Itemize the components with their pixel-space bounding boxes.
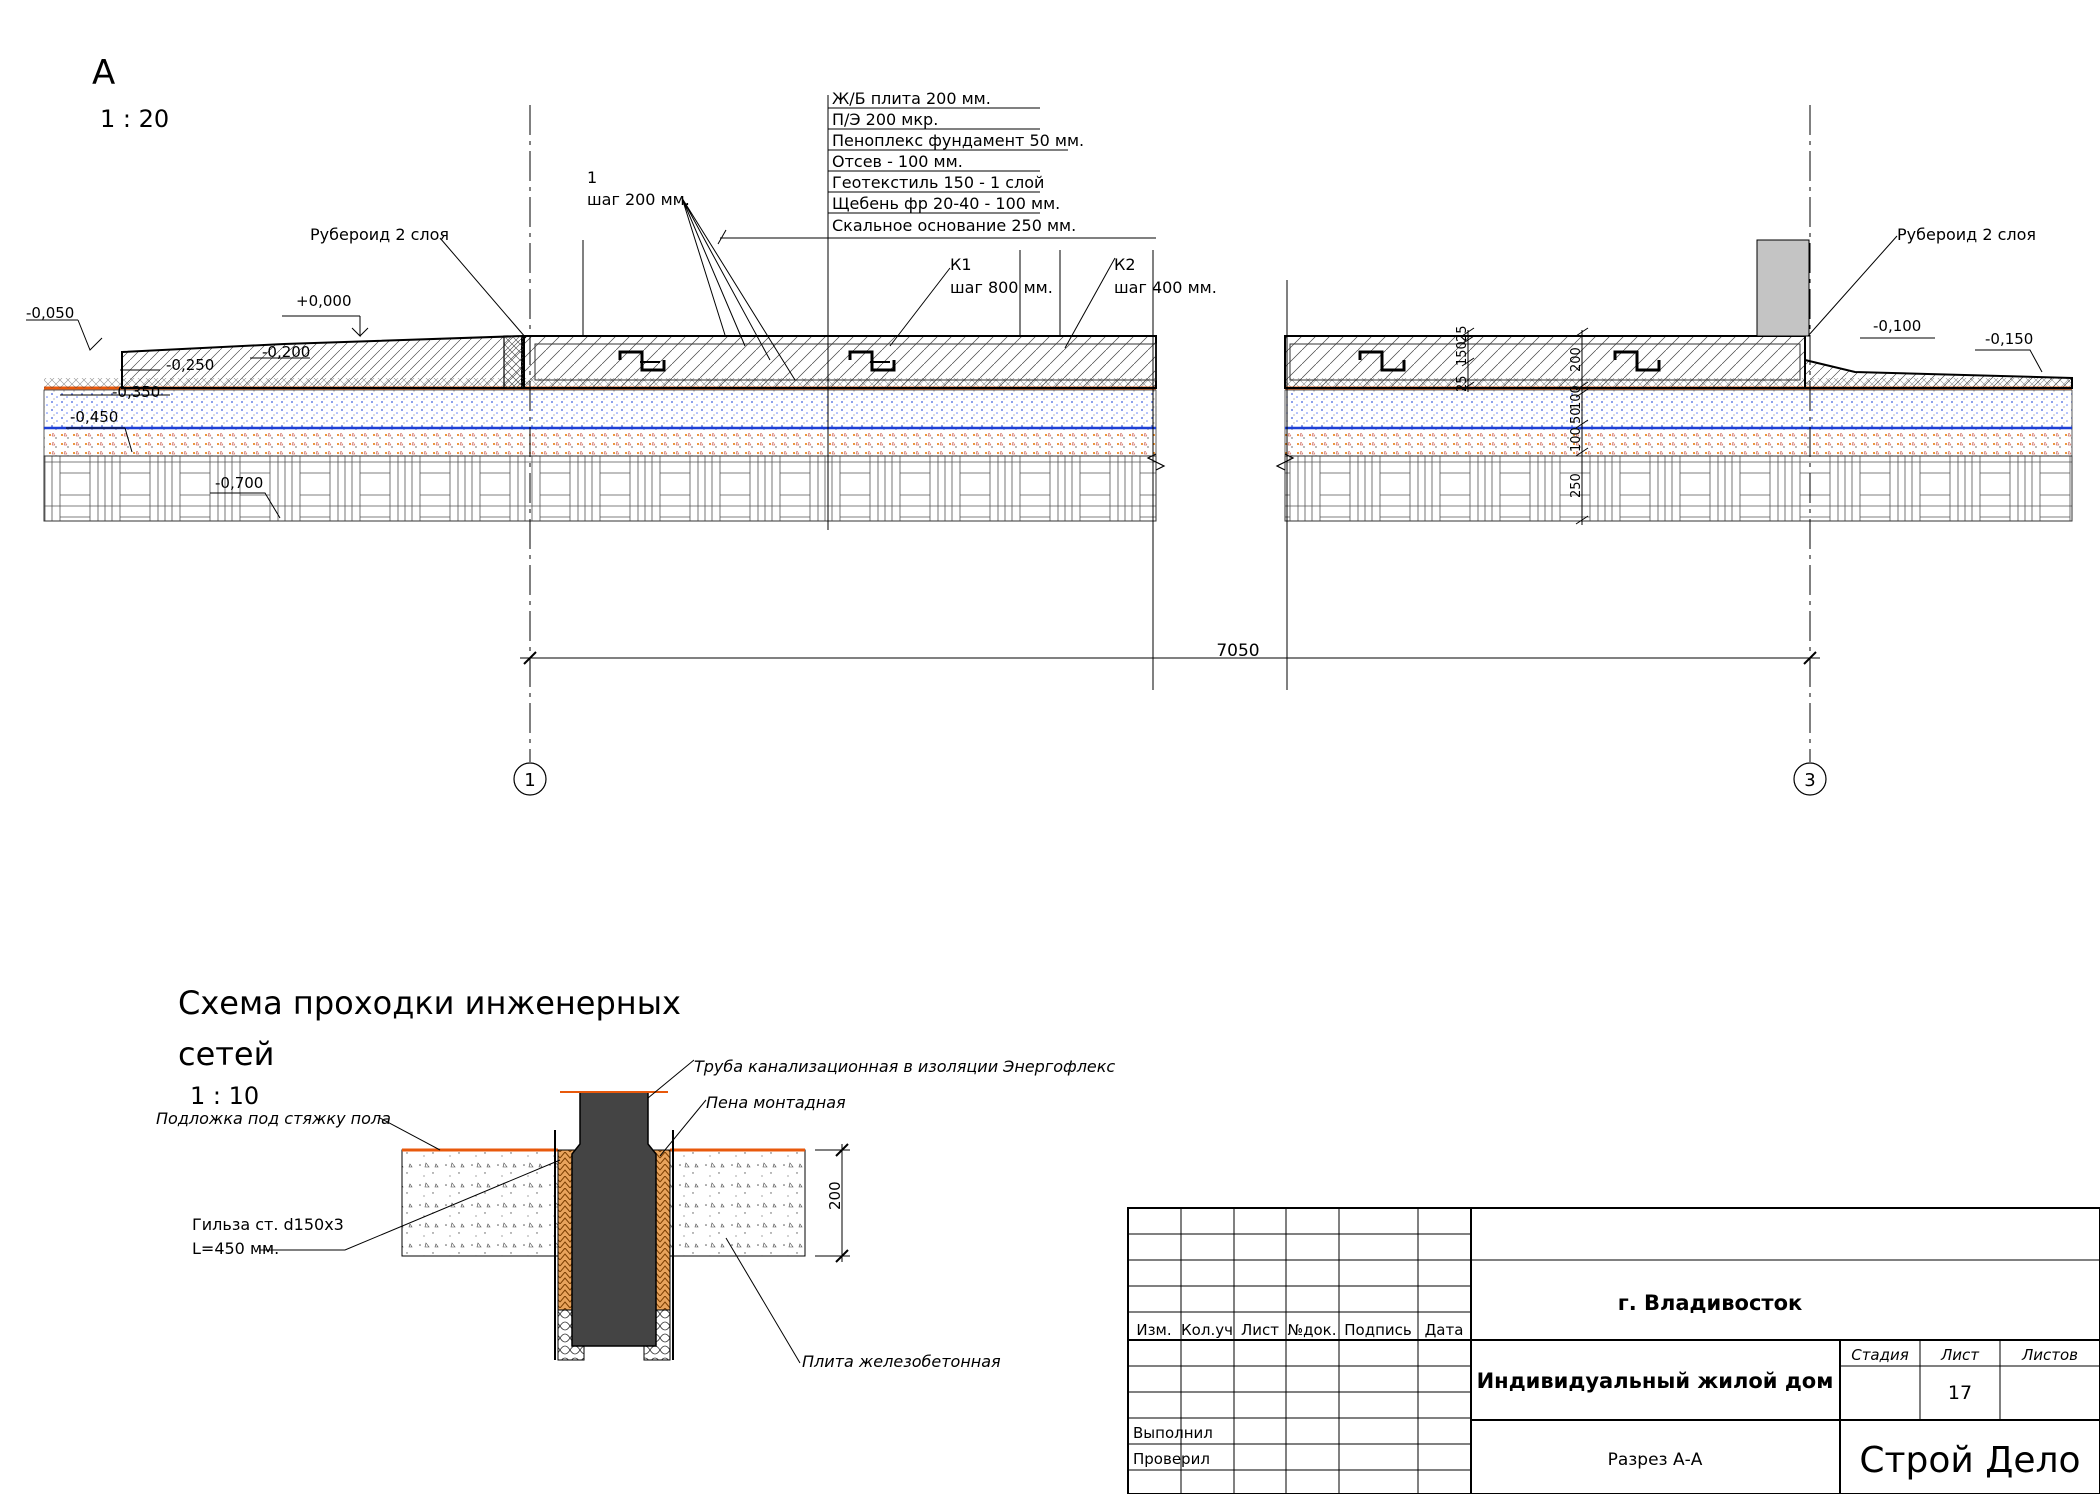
sleeve-label-line2: L=450 мм. — [192, 1239, 279, 1258]
dim-value: 50 — [1569, 407, 1584, 424]
tb-header: №док. — [1288, 1321, 1337, 1339]
tb-header: Подпись — [1344, 1321, 1411, 1339]
layer-label: Геотекстиль 150 - 1 слой — [832, 173, 1044, 192]
layer-label: Ж/Б плита 200 мм. — [832, 89, 991, 108]
ruberoid-left-leader — [439, 237, 527, 339]
section-title: А — [92, 53, 115, 93]
tb-sheets-label: Листов — [2021, 1346, 2078, 1364]
tb-city: г. Владивосток — [1618, 1291, 1803, 1315]
span-dimension-value: 7050 — [1216, 641, 1259, 661]
tb-sheet-number: 17 — [1948, 1382, 1972, 1404]
level-mark: -0,350 — [112, 383, 160, 401]
dim-value: 150 — [1455, 341, 1470, 366]
level-mark: -0,150 — [1985, 330, 2033, 348]
ruberoid-left-label: Рубероид 2 слоя — [310, 225, 449, 244]
span-dimension — [520, 651, 1820, 665]
foam-label: Пена монтадная — [706, 1093, 846, 1112]
rebar-mark: 1 — [587, 168, 597, 187]
layer-label: Отсев - 100 мм. — [832, 152, 963, 171]
layer-label: Пеноплекс фундамент 50 мм. — [832, 131, 1084, 150]
blind-area-right — [1756, 239, 2073, 389]
blind-area-left — [121, 334, 525, 389]
rebar-leaders — [681, 197, 1116, 381]
slab-right — [1284, 335, 1806, 389]
rebar-k2-step: шаг 400 мм. — [1114, 278, 1217, 297]
break-mark-right — [1275, 453, 1295, 471]
tb-header: Лист — [1241, 1321, 1279, 1339]
dim-value: 100 — [1569, 427, 1584, 452]
level-mark: +0,000 — [296, 292, 352, 310]
underlay-label: Подложка под стяжку пола — [156, 1109, 391, 1128]
tb-company: Строй Дело — [1859, 1440, 2080, 1481]
axis-marker-1 — [513, 762, 547, 796]
layer-label: Щебень фр 20-40 - 100 мм. — [832, 194, 1060, 213]
axis-label-1: 1 — [524, 770, 535, 791]
level-mark: -0,200 — [262, 343, 310, 361]
pass-through-dim: 200 — [826, 1181, 844, 1210]
level-mark: -0,250 — [166, 356, 214, 374]
level-mark: -0,700 — [215, 474, 263, 492]
pass-through-scale: 1 : 10 — [190, 1082, 259, 1110]
pipe-label: Труба канализационная в изоляции Энергоф… — [694, 1057, 1115, 1076]
tb-header: Дата — [1425, 1321, 1464, 1339]
sleeve-label-line1: Гильза ст. d150x3 — [192, 1215, 344, 1234]
pass-through-title-line1: Схема проходки инженерных — [178, 984, 681, 1022]
dim-value: 100 — [1569, 385, 1584, 410]
dim-value: 250 — [1569, 473, 1584, 498]
rebar-k1-mark: К1 — [950, 255, 972, 274]
layer-label: П/Э 200 мкр. — [832, 110, 938, 129]
tb-project: Индивидуальный жилой дом — [1477, 1369, 1834, 1393]
rebar-step: шаг 200 мм. — [587, 190, 690, 209]
title-block-grid — [1127, 1207, 2100, 1495]
tb-checked-by: Проверил — [1133, 1450, 1210, 1468]
slab-left — [523, 335, 1157, 389]
pass-through-title-line2: сетей — [178, 1035, 274, 1073]
ground-layers-left — [43, 378, 1157, 522]
break-mark-left — [1146, 453, 1166, 471]
dim-value: 200 — [1569, 347, 1584, 372]
tb-header: Кол.уч — [1181, 1321, 1233, 1339]
tb-header: Изм. — [1136, 1321, 1171, 1339]
tb-sheet-title: Разрез А-А — [1608, 1450, 1703, 1470]
axis-marker-3 — [1793, 762, 1827, 796]
section-scale: 1 : 20 — [100, 105, 169, 133]
axis-lines — [529, 105, 1811, 762]
level-mark: -0,050 — [26, 304, 74, 322]
level-mark: -0,450 — [70, 408, 118, 426]
vertical-guides — [582, 95, 1288, 690]
ruberoid-right-leader — [1807, 235, 1898, 337]
layer-legend — [717, 107, 1156, 245]
rebar-k2-mark: К2 — [1114, 255, 1136, 274]
pass-through-detail — [401, 1091, 806, 1361]
pass-through-leaders — [260, 1059, 850, 1364]
ground-layers-right — [1284, 378, 2073, 522]
tb-sheet-label: Лист — [1940, 1346, 1980, 1364]
slab-label: Плита железобетонная — [802, 1352, 1001, 1371]
level-marks — [26, 315, 2043, 519]
tb-stage-label: Стадия — [1851, 1346, 1909, 1364]
vertical-dimensions — [1461, 327, 1589, 525]
axis-label-3: 3 — [1804, 770, 1815, 791]
dim-value: 25 — [1455, 325, 1470, 342]
ruberoid-right-label: Рубероид 2 слоя — [1897, 225, 2036, 244]
tb-done-by: Выполнил — [1133, 1424, 1213, 1442]
dim-value: 25 — [1455, 375, 1470, 392]
layer-label: Скальное основание 250 мм. — [832, 216, 1076, 235]
level-mark: -0,100 — [1873, 317, 1921, 335]
rebar-k1-step: шаг 800 мм. — [950, 278, 1053, 297]
